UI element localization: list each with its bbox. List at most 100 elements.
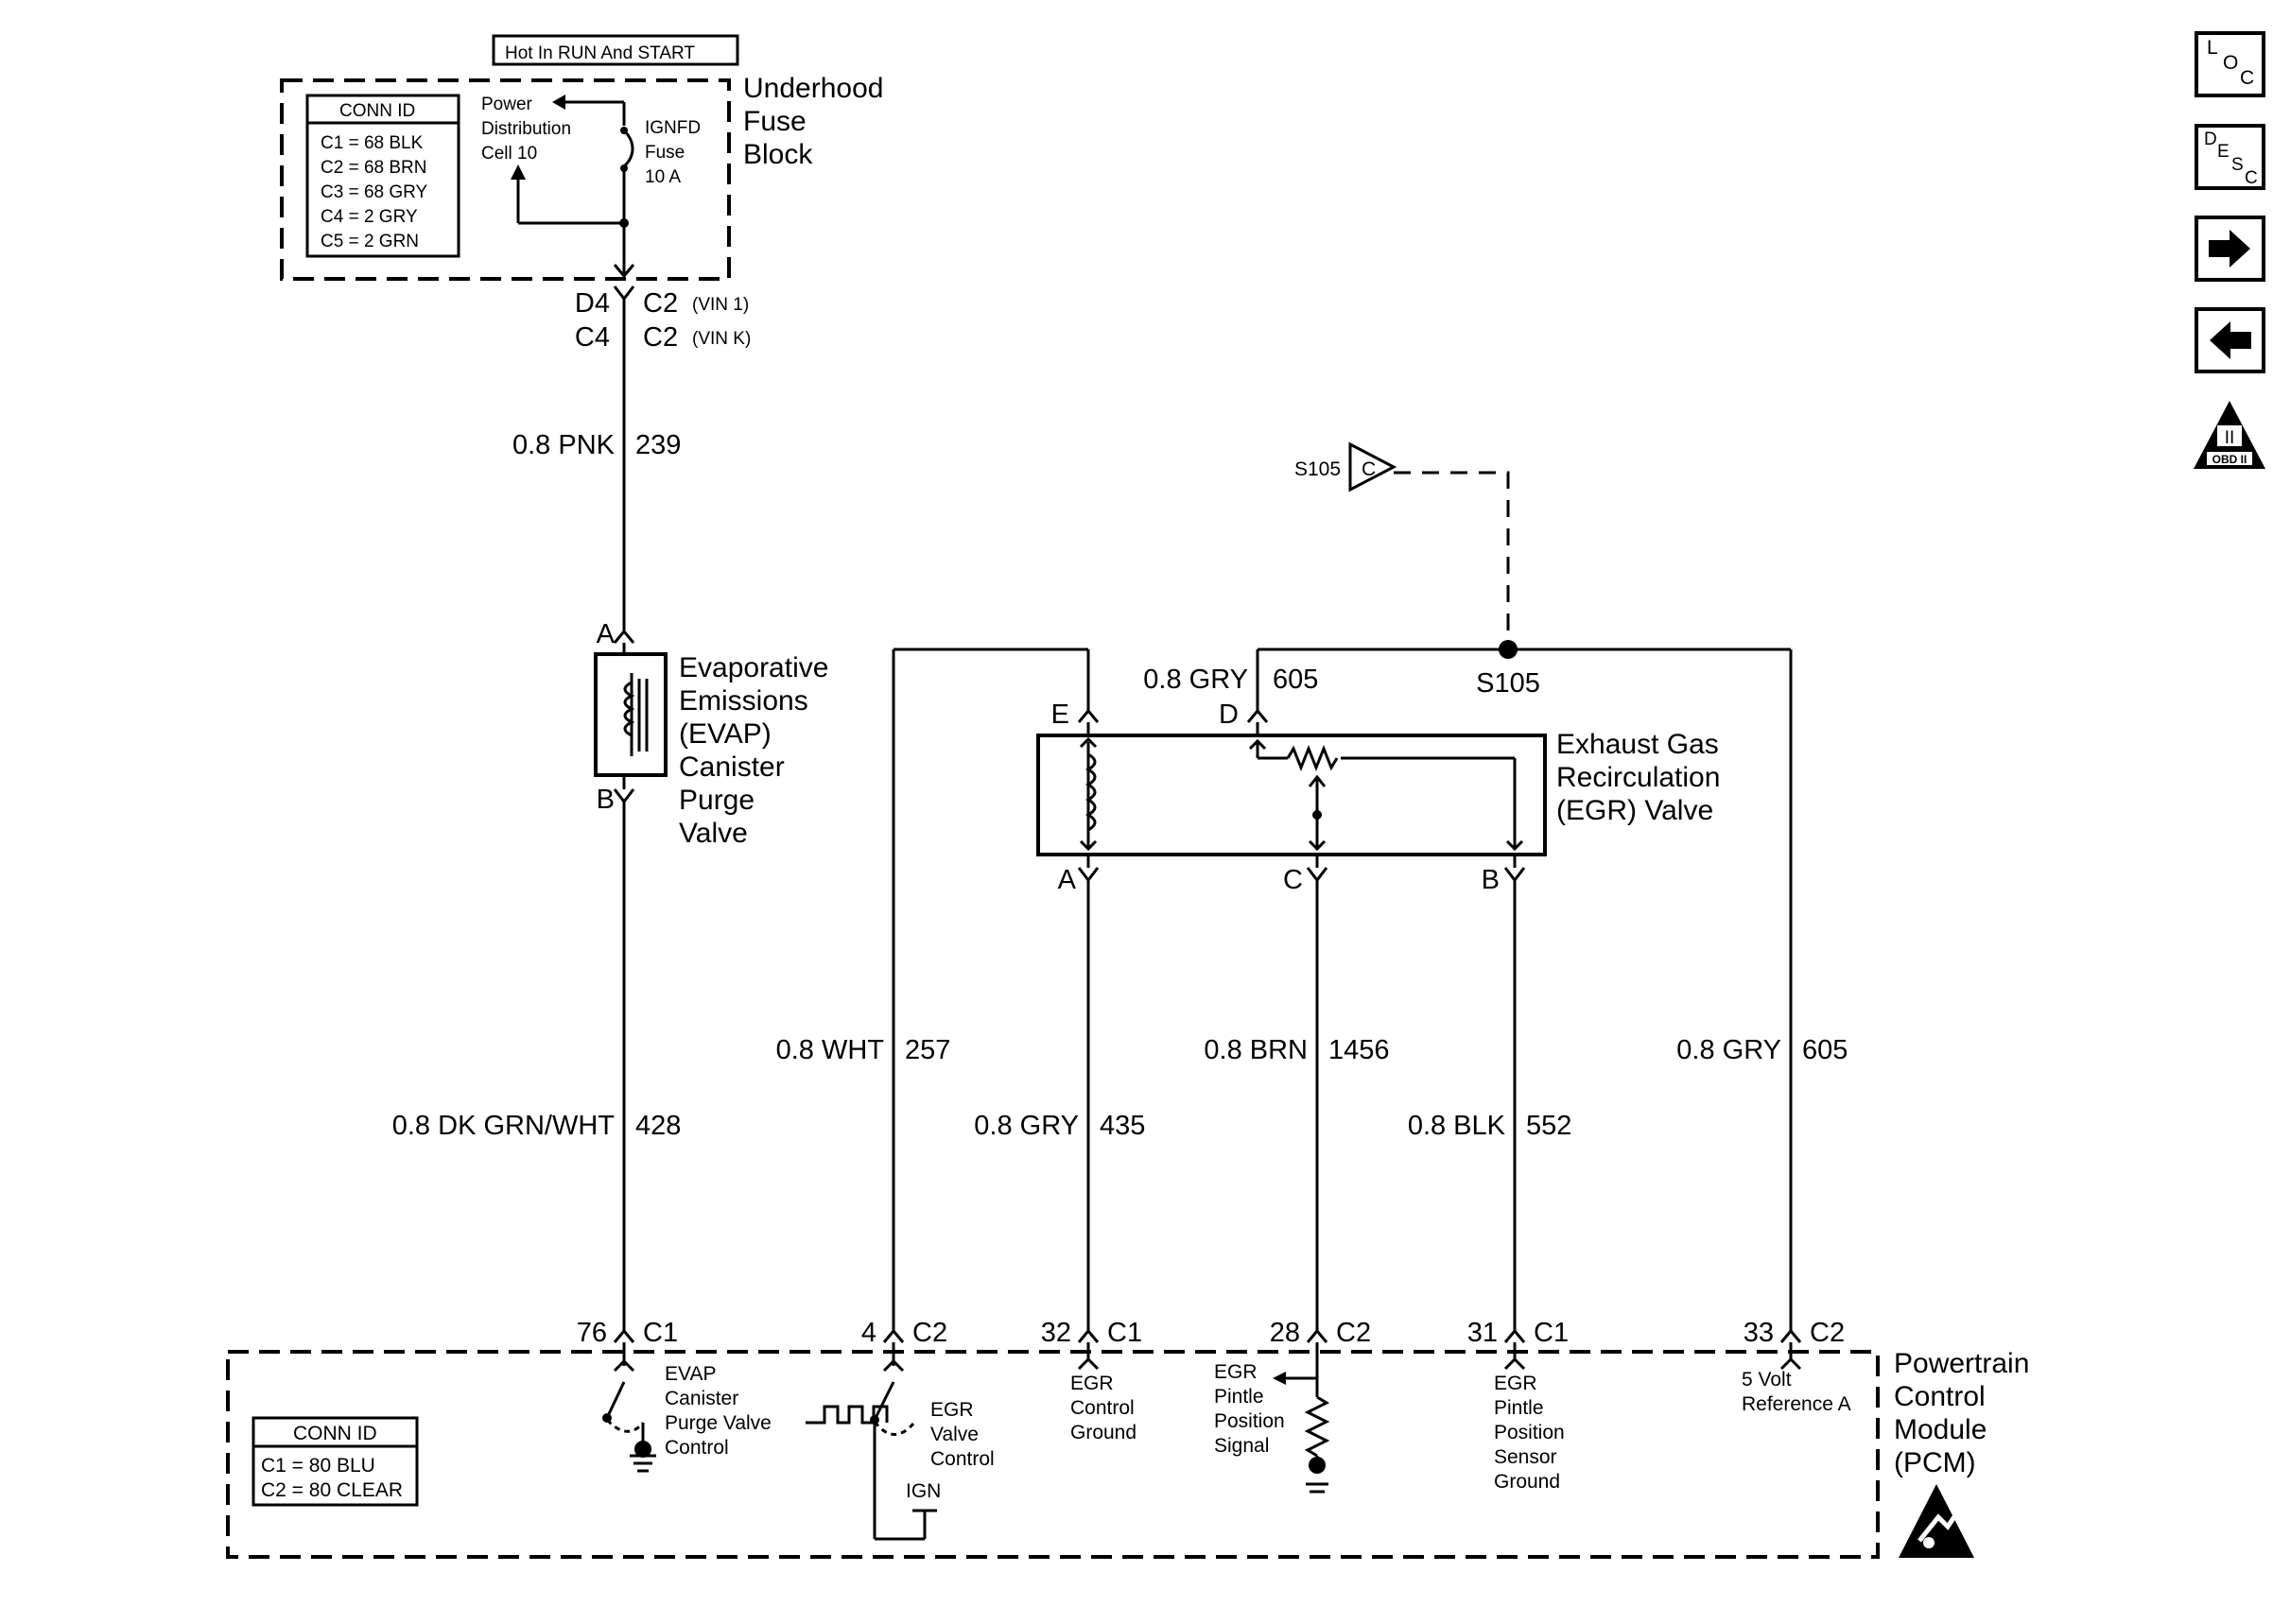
fuse-block-outline — [280, 78, 731, 281]
loc-letter: L — [2207, 37, 2218, 59]
egr-solenoid-coil — [1084, 752, 1097, 832]
pcm-pin-number: 76 — [577, 1318, 607, 1348]
location-button[interactable]: L O C — [2195, 31, 2265, 97]
pcm-pin-desc: Reference A — [1742, 1393, 1851, 1415]
wire-circuit-label: 552 — [1526, 1111, 1571, 1141]
wire-circuit-label: 605 — [1802, 1035, 1848, 1065]
egr-name-line: Recirculation — [1556, 762, 1720, 793]
pcm-pin-desc: Signal — [1214, 1435, 1269, 1457]
evap-name-line: Evaporative — [679, 652, 828, 683]
egr-pin-b: B — [1482, 865, 1500, 895]
pcm-pin-desc: EGR — [1214, 1361, 1258, 1383]
pcm-ign-label: IGN — [906, 1480, 941, 1502]
egr-pin-e: E — [1051, 700, 1069, 730]
pcm-pin-desc: Control — [665, 1437, 729, 1459]
pcm-pin-conn: C1 — [643, 1318, 678, 1348]
pcm-pin-desc: Control — [930, 1448, 995, 1470]
esd-warning-icon — [1899, 1484, 1974, 1558]
previous-page-button[interactable] — [2195, 307, 2265, 373]
fuse-output-conn: C2 — [643, 288, 678, 319]
right-arrow-icon — [2209, 230, 2250, 268]
description-button[interactable]: D E S C — [2195, 124, 2265, 190]
splice-ref-triangle — [1348, 441, 1397, 492]
wire-circuit-label: 435 — [1100, 1111, 1145, 1141]
egr-driver-switch — [873, 1381, 895, 1421]
pcm-pin-desc: Position — [1494, 1422, 1565, 1443]
obd-ii-button[interactable]: II OBD II — [2194, 401, 2265, 469]
fuse-label-line: IGNFD — [645, 118, 701, 138]
wire-circuit-label: 1456 — [1328, 1035, 1390, 1065]
evap-pin-a-connector — [613, 629, 635, 644]
splice-s105-dot — [1499, 640, 1518, 659]
fuse-output-pin: C4 — [575, 322, 610, 353]
next-page-button[interactable] — [2195, 216, 2265, 282]
desc-letter: C — [2245, 168, 2258, 188]
wire-color-label: 0.8 GRY — [974, 1111, 1079, 1141]
pcm-pin-number: 33 — [1744, 1318, 1774, 1348]
fuse-conn-row: C1 = 68 BLK — [321, 133, 424, 153]
pcm-pin-desc: EGR — [1070, 1373, 1114, 1394]
pcm-pin-desc: 5 Volt — [1742, 1369, 1792, 1391]
wire-circuit-label: 239 — [635, 430, 681, 460]
pcm-connector-4 — [882, 1328, 905, 1343]
pcm-pin-desc: Canister — [665, 1388, 738, 1409]
evap-pin-a: A — [597, 619, 616, 649]
pcm-pin-number: 31 — [1467, 1318, 1498, 1348]
egr-pin-a-connector — [1077, 867, 1100, 883]
evap-name-line: (EVAP) — [679, 718, 772, 750]
pcm-conn-row: C1 = 80 BLU — [261, 1455, 375, 1477]
evap-name-line: Canister — [679, 752, 785, 783]
power-dist-line: Cell 10 — [481, 144, 537, 164]
egr-pin-d-connector — [1246, 708, 1269, 723]
pcm-5v-arrow — [1273, 1372, 1286, 1385]
pcm-pin-number: 32 — [1041, 1318, 1071, 1348]
fuse-conn-id-title: CONN ID — [339, 101, 415, 121]
egr-pin-d: D — [1219, 700, 1239, 730]
fuse-block-title-line: Block — [743, 139, 813, 170]
power-dist-line: Power — [481, 95, 533, 114]
pcm-pin-desc: EGR — [930, 1399, 974, 1421]
pcm-pin-desc: Valve — [930, 1424, 979, 1445]
evap-pin-b: B — [597, 785, 615, 815]
pcm-pin-desc: Pintle — [1214, 1386, 1264, 1408]
wire-color-label: 0.8 GRY — [1676, 1035, 1781, 1065]
pcm-conn-id-title: CONN ID — [293, 1423, 377, 1444]
evap-name-line: Valve — [679, 818, 748, 849]
pcm-connector-28 — [1306, 1328, 1328, 1343]
fuse-label-line: 10 A — [645, 167, 681, 187]
loc-letter: O — [2223, 52, 2238, 74]
evap-solenoid-coil — [623, 681, 635, 737]
pcm-pin-conn: C1 — [1534, 1318, 1569, 1348]
evap-pin-b-connector — [613, 788, 635, 804]
evap-purge-valve — [594, 652, 668, 777]
pcm-pin-desc: Position — [1214, 1410, 1285, 1432]
pcm-outline — [226, 1350, 1880, 1559]
pcm-name-line: (PCM) — [1894, 1447, 1976, 1478]
fuse-conn-row: C3 = 68 GRY — [321, 182, 428, 202]
pcm-pin-desc: Sensor — [1494, 1446, 1557, 1468]
pcm-pin-desc: EGR — [1494, 1373, 1537, 1394]
egr-pin-b-connector — [1503, 867, 1526, 883]
wire-color-label: 0.8 BLK — [1408, 1111, 1506, 1141]
wire-color-label: 0.8 GRY — [1143, 665, 1248, 695]
desc-letter: D — [2204, 130, 2217, 149]
pcm-name-line: Control — [1894, 1381, 1986, 1412]
egr-pin-c-connector — [1306, 867, 1328, 883]
fuse-output-conn: C2 — [643, 322, 678, 353]
power-return-arrow — [511, 164, 526, 180]
fuse-output-vin: (VIN 1) — [692, 295, 749, 315]
pcm-conn-row: C2 = 80 CLEAR — [261, 1479, 403, 1501]
egr-pin-c: C — [1283, 865, 1303, 895]
fuse-block-title-line: Underhood — [743, 73, 883, 104]
pcm-pin-number: 4 — [861, 1318, 876, 1348]
fuse-conn-row: C5 = 2 GRN — [321, 232, 419, 251]
evap-name-line: Emissions — [679, 685, 808, 717]
splice-ref-dashed-line — [1394, 471, 1510, 649]
pcm-pin-desc: Ground — [1494, 1471, 1560, 1493]
wire-color-label: 0.8 DK GRN/WHT — [392, 1111, 616, 1141]
fuse-block-title-line: Fuse — [743, 106, 807, 137]
pcm-pullup-resistor — [1304, 1395, 1330, 1458]
fuse-element — [622, 129, 634, 168]
fuse-output-vin: (VIN K) — [692, 329, 751, 349]
pcm-pin-conn: C1 — [1107, 1318, 1142, 1348]
